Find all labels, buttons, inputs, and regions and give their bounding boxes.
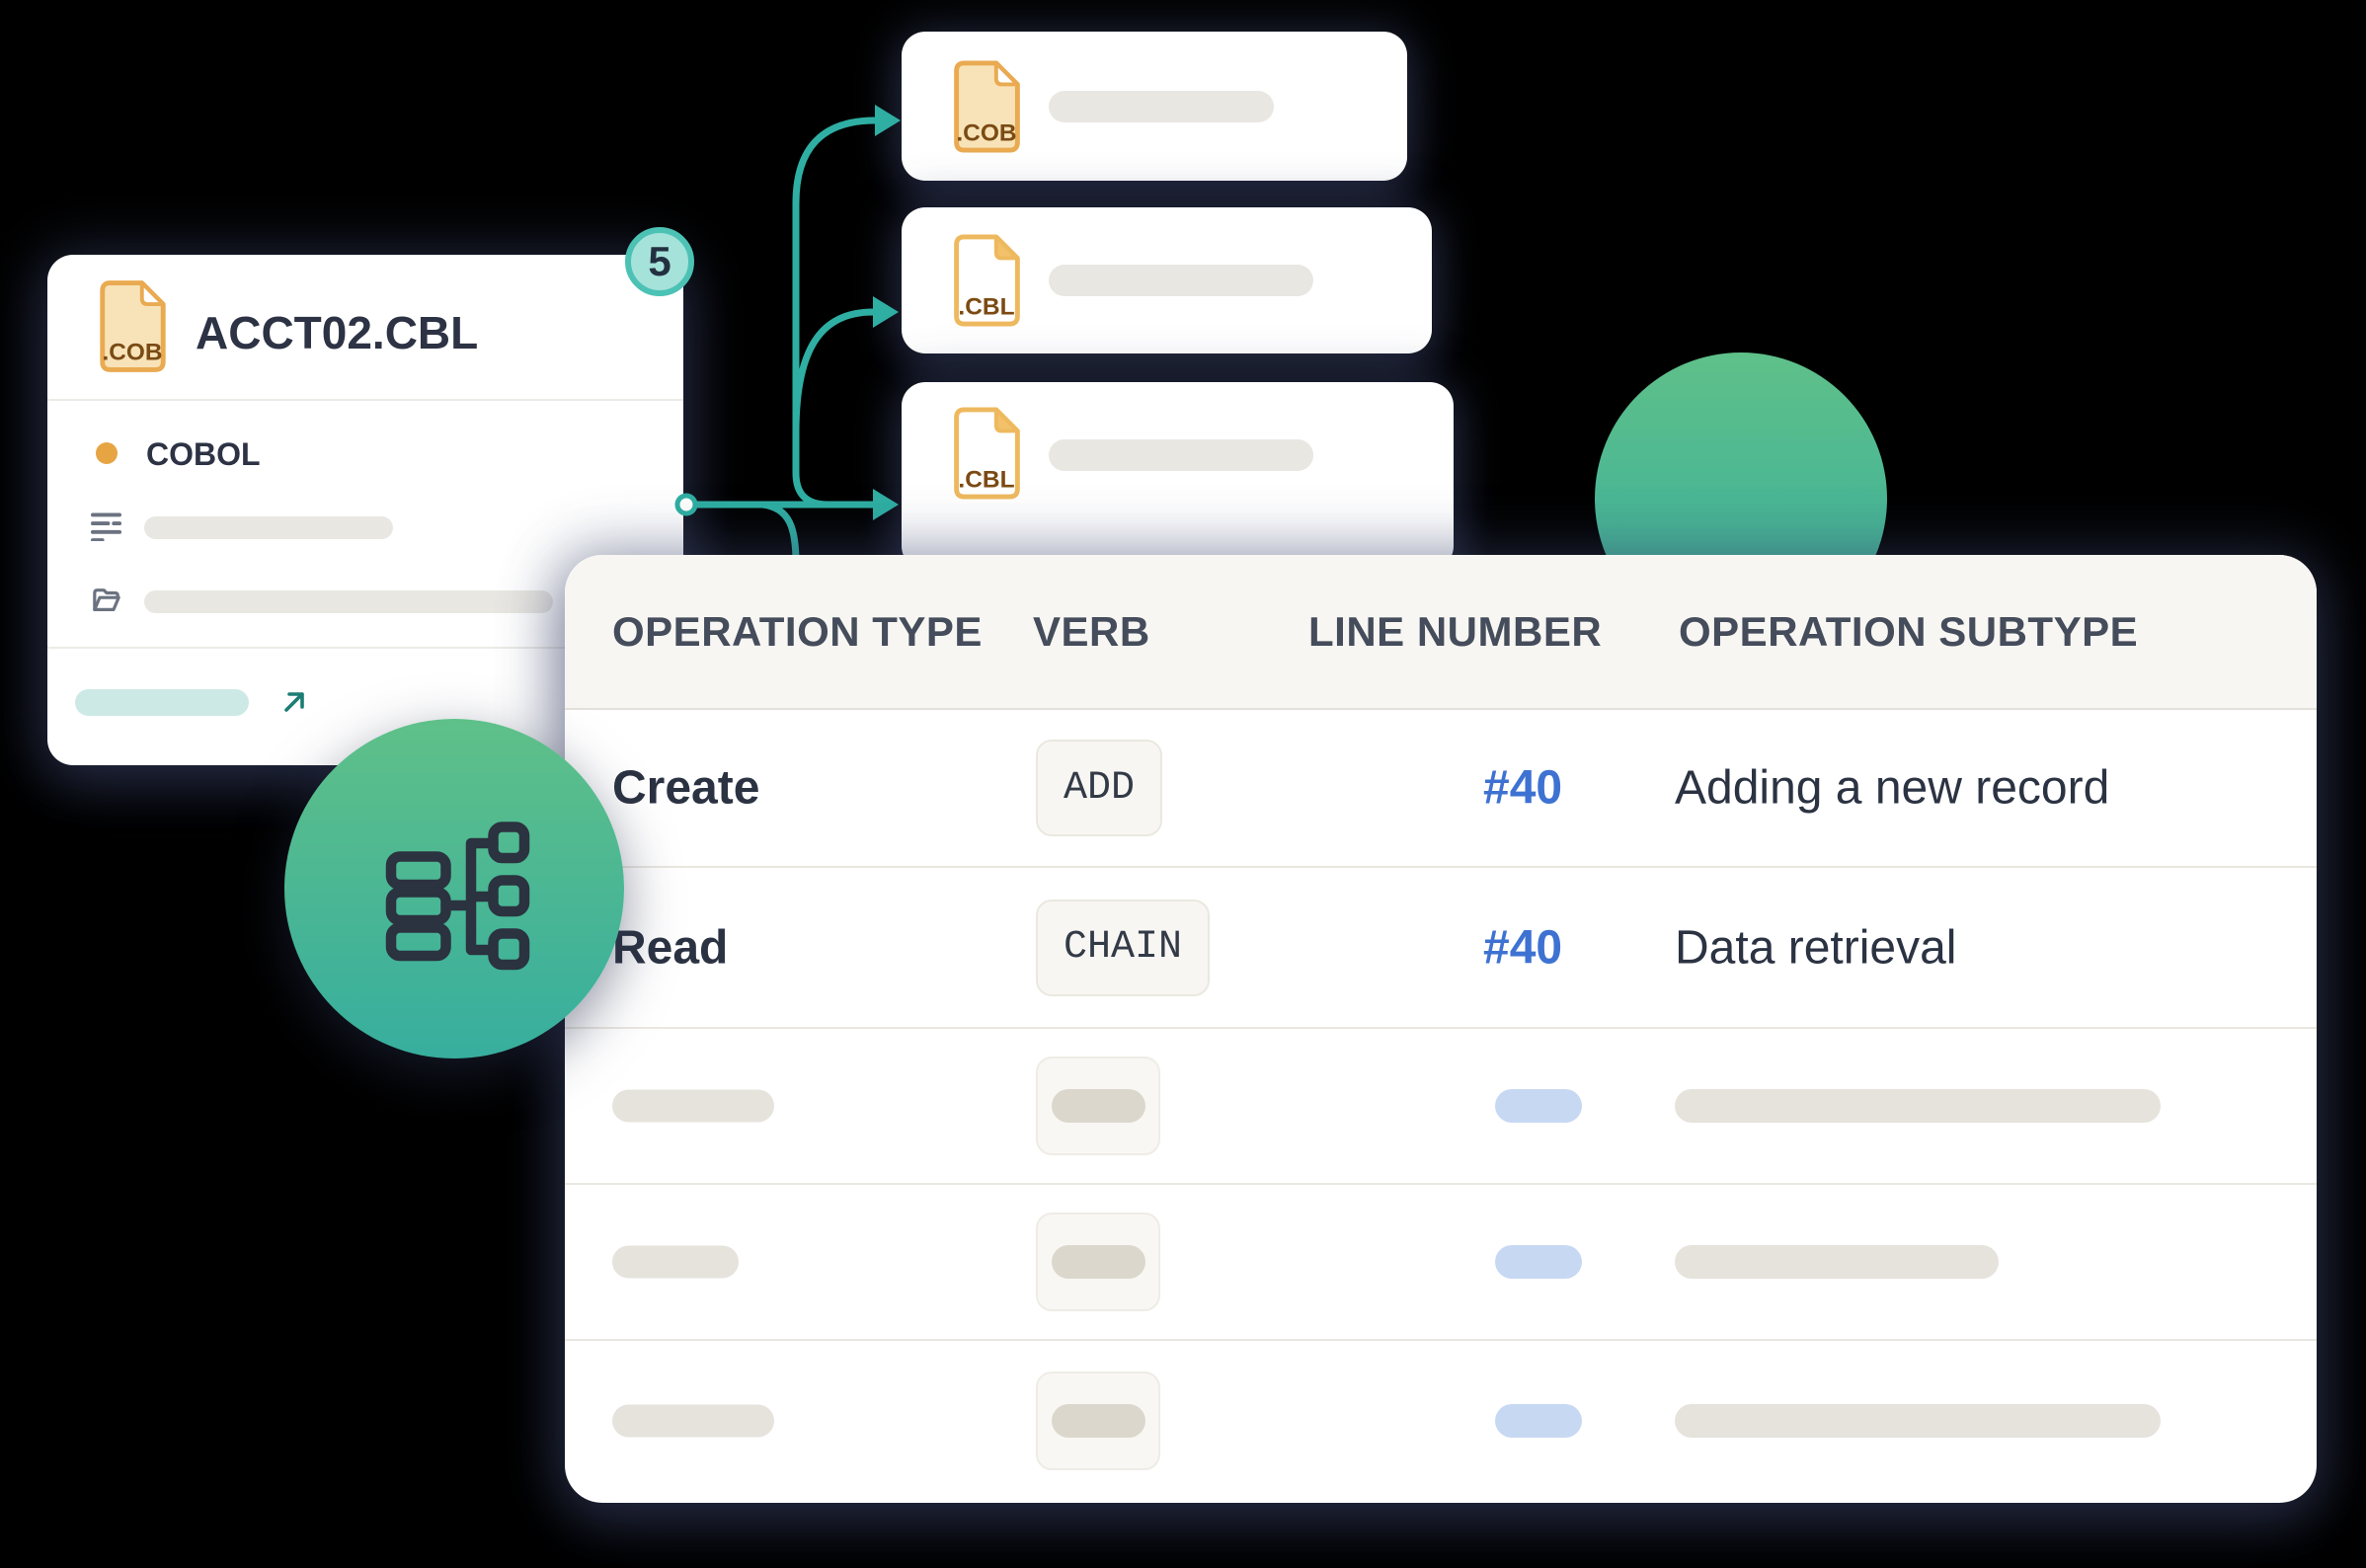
verb-chip: CHAIN (1036, 899, 1211, 996)
placeholder-pill (1051, 1404, 1145, 1438)
placeholder-pill (612, 1404, 774, 1438)
column-header-operation-subtype: OPERATION SUBTYPE (1679, 607, 2139, 655)
linked-file-card: .CBL (902, 207, 1432, 353)
line-number-cell: #40 (1483, 761, 1563, 815)
operations-table: OPERATION TYPE VERB LINE NUMBER OPERATIO… (565, 555, 2317, 1503)
divider (47, 647, 683, 649)
table-row: Read CHAIN #40 Data retrieval (565, 868, 2317, 1029)
arrow-up-right-icon[interactable] (281, 689, 307, 715)
operation-type-cell: Create (612, 761, 760, 815)
table-row: Create ADD #40 Adding a new record (565, 710, 2317, 868)
table-header-row: OPERATION TYPE VERB LINE NUMBER OPERATIO… (565, 555, 2317, 710)
connector-to-file-1 (792, 117, 879, 509)
table-row-placeholder (565, 1029, 2317, 1185)
file-cbl-icon: .CBL (954, 407, 1020, 500)
placeholder-pill (1051, 1245, 1145, 1279)
table-row-placeholder (565, 1341, 2317, 1501)
placeholder-pill (612, 1089, 774, 1123)
operation-subtype-cell: Data retrieval (1675, 921, 1957, 974)
placeholder-line-pill (1495, 1245, 1582, 1279)
placeholder-text-bar (144, 590, 553, 613)
source-file-title: ACCT02.CBL (196, 307, 479, 358)
column-header-line-number: LINE NUMBER (1308, 607, 1603, 655)
file-ext-label: .CBL (958, 466, 1014, 493)
placeholder-pill (1675, 1089, 2161, 1123)
file-ext-label: .CBL (958, 293, 1014, 320)
file-cob-icon: .COB (100, 280, 166, 372)
file-ext-label: .COB (956, 119, 1016, 146)
column-header-verb: VERB (1033, 607, 1150, 655)
operation-subtype-cell: Adding a new record (1675, 761, 2110, 815)
file-cbl-icon: .CBL (954, 234, 1020, 327)
placeholder-verb-chip (1036, 1213, 1160, 1311)
placeholder-text-bar (1049, 439, 1313, 471)
divider (47, 399, 683, 401)
placeholder-text-bar (1049, 265, 1313, 296)
file-cob-icon: .COB (954, 59, 1020, 153)
flowchart-circle (284, 719, 624, 1058)
open-folder-icon (93, 588, 120, 611)
placeholder-line-pill (1495, 1404, 1582, 1438)
verb-chip: ADD (1036, 740, 1163, 836)
column-header-operation-type: OPERATION TYPE (612, 607, 983, 655)
arrowhead-icon (873, 489, 899, 520)
linked-file-card: .COB (902, 32, 1407, 181)
placeholder-text-bar (144, 516, 393, 539)
placeholder-pill (1051, 1089, 1145, 1123)
arrowhead-icon (875, 105, 901, 136)
placeholder-pill (1675, 1245, 1999, 1279)
list-lines-icon (91, 512, 121, 541)
table-row-placeholder (565, 1185, 2317, 1341)
source-file-card: .COB ACCT02.CBL COBOL (47, 255, 683, 765)
action-pill-placeholder[interactable] (75, 689, 249, 716)
placeholder-pill (612, 1245, 739, 1279)
placeholder-line-pill (1495, 1089, 1582, 1123)
placeholder-verb-chip (1036, 1057, 1160, 1155)
linked-file-card: .CBL (902, 382, 1454, 570)
count-badge: 5 (625, 227, 694, 296)
language-dot-icon (96, 442, 118, 464)
connector-to-file-2 (792, 308, 877, 436)
placeholder-text-bar (1049, 90, 1274, 122)
table-body: Create ADD #40 Adding a new record Read … (565, 710, 2317, 1501)
flowchart-icon (385, 821, 529, 970)
placeholder-pill (1675, 1404, 2161, 1438)
arrowhead-icon (873, 296, 899, 328)
language-label: COBOL (146, 436, 261, 472)
placeholder-verb-chip (1036, 1372, 1160, 1470)
line-number-cell: #40 (1483, 921, 1563, 974)
file-ext-label: .COB (103, 340, 163, 366)
operation-type-cell: Read (612, 921, 729, 974)
